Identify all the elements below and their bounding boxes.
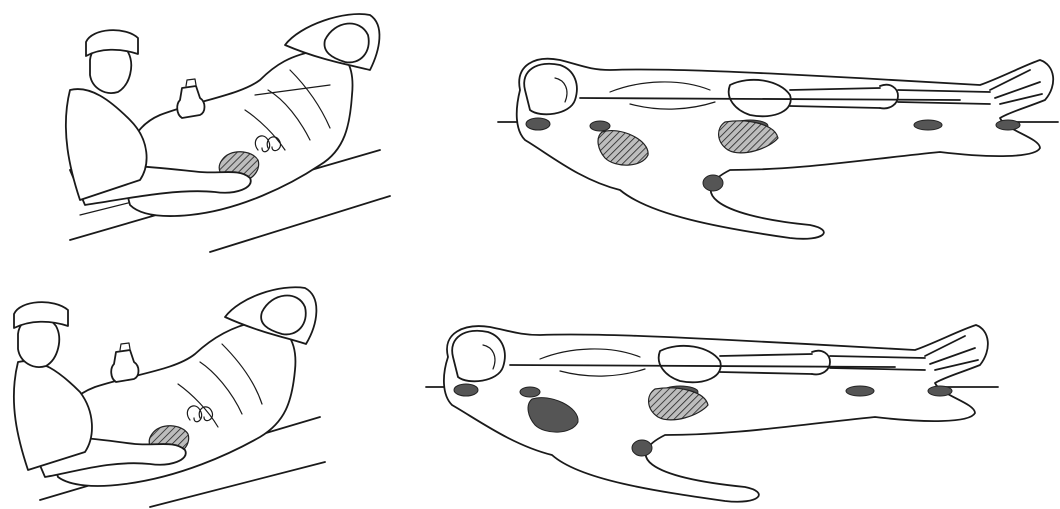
pressure-spot-heel	[996, 120, 1020, 130]
pressure-spot-calf	[914, 120, 942, 130]
pressure-spot-scapula	[590, 121, 610, 131]
panel-massage-bottom	[0, 262, 330, 509]
panel-massage-top	[0, 0, 400, 255]
pressure-spot-scapula	[520, 387, 540, 397]
pressure-points-diagram-top	[480, 30, 1060, 245]
pressure-spot-occiput	[526, 118, 550, 130]
body-outline	[444, 325, 988, 502]
pressure-spot-elbow	[703, 175, 723, 191]
panel-pressure-points-top	[480, 30, 1060, 245]
body-outline	[517, 59, 1053, 239]
lotion-bottle	[111, 350, 138, 382]
pressure-spot-heel	[928, 386, 952, 396]
massage-illustration-top	[0, 0, 400, 255]
pressure-spot-calf	[846, 386, 874, 396]
nurse-body	[14, 361, 92, 470]
panel-pressure-points-bottom	[420, 305, 1020, 509]
pressure-spot-occiput	[454, 384, 478, 396]
pressure-points-diagram-bottom	[420, 305, 1020, 509]
pressure-spot-elbow	[632, 440, 652, 456]
lotion-bottle	[177, 86, 204, 118]
massage-illustration-bottom	[0, 262, 330, 509]
